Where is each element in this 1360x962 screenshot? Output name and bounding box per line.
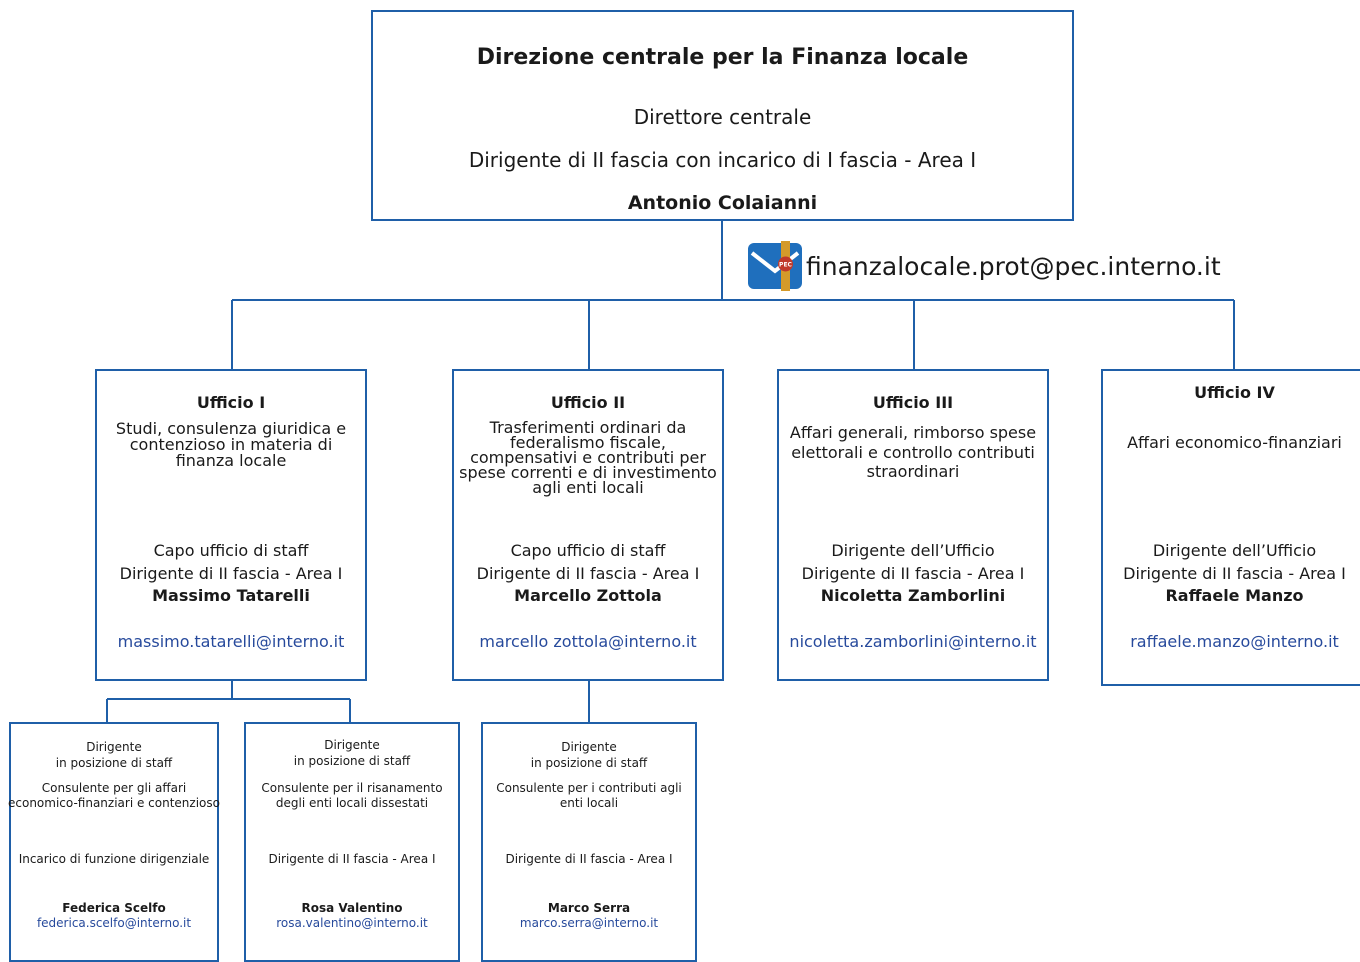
ufficio-1-name: Massimo Tatarelli xyxy=(152,586,310,605)
ufficio-4-grade: Dirigente di II fascia - Area I xyxy=(1123,564,1346,583)
ufficio-2-grade: Dirigente di II fascia - Area I xyxy=(476,564,700,583)
staff-1-email[interactable]: federica.scelfo@interno.it xyxy=(36,916,192,930)
staff-2-box: Dirigente in posizione di staff Consulen… xyxy=(244,722,460,962)
direzione-name: Antonio Colaianni xyxy=(627,192,818,214)
pec-badge-text: PEC xyxy=(779,262,792,269)
staff-3-email[interactable]: marco.serra@interno.it xyxy=(519,916,659,930)
ufficio-2-box: Ufficio II Trasferimenti ordinari da fed… xyxy=(452,369,724,681)
ufficio-4-title: Ufficio IV xyxy=(1194,383,1275,402)
ufficio-3-grade: Dirigente di II fascia - Area I xyxy=(801,564,1025,583)
staff-3-name: Marco Serra xyxy=(547,901,631,915)
staff-2-role: Dirigente xyxy=(324,738,380,752)
staff-1-role: Dirigente xyxy=(86,740,142,754)
staff-2-description: Consulente per il risanamento degli enti… xyxy=(261,781,443,810)
ufficio-2-email[interactable]: marcello zottola@interno.it xyxy=(479,632,697,651)
ufficio-2-name: Marcello Zottola xyxy=(514,586,662,605)
ufficio-1-grade: Dirigente di II fascia - Area I xyxy=(119,564,343,583)
staff-3-position: in posizione di staff xyxy=(530,756,648,770)
ufficio-2-description: Trasferimenti ordinari da federalismo fi… xyxy=(459,418,717,497)
ufficio-4-box: Ufficio IV Affari economico-finanziari D… xyxy=(1101,369,1360,686)
ufficio-3-description: Affari generali, rimborso spese elettora… xyxy=(789,423,1037,482)
staff-3-role: Dirigente xyxy=(561,740,617,754)
ufficio-2-role: Capo ufficio di staff xyxy=(510,541,666,560)
direzione-box: Direzione centrale per la Finanza locale… xyxy=(371,10,1074,221)
staff-2-grade: Dirigente di II fascia - Area I xyxy=(268,852,436,866)
ufficio-4-name: Raffaele Manzo xyxy=(1165,586,1304,605)
ufficio-3-title: Ufficio III xyxy=(872,393,954,412)
direzione-title: Direzione centrale per la Finanza locale xyxy=(476,45,969,70)
ufficio-4-role: Dirigente dell’Ufficio xyxy=(1152,541,1317,560)
staff-3-grade: Dirigente di II fascia - Area I xyxy=(505,852,673,866)
ufficio-1-role: Capo ufficio di staff xyxy=(153,541,309,560)
ufficio-4-description: Affari economico-finanziari xyxy=(1127,433,1342,452)
ufficio-3-box: Ufficio III Affari generali, rimborso sp… xyxy=(777,369,1049,681)
pec-email[interactable]: finanzalocale.prot@pec.interno.it xyxy=(806,252,1221,281)
ufficio-3-name: Nicoletta Zamborlini xyxy=(820,586,1006,605)
staff-2-email[interactable]: rosa.valentino@interno.it xyxy=(276,916,428,930)
ufficio-1-email[interactable]: massimo.tatarelli@interno.it xyxy=(117,632,345,651)
ufficio-1-description: Studi, consulenza giuridica e contenzios… xyxy=(115,419,347,470)
staff-1-position: in posizione di staff xyxy=(55,756,173,770)
ufficio-3-role: Dirigente dell’Ufficio xyxy=(831,541,995,560)
pec-mail-icon: PEC xyxy=(748,241,802,291)
ufficio-3-email[interactable]: nicoletta.zamborlini@interno.it xyxy=(789,632,1037,651)
direzione-grade: Dirigente di II fascia con incarico di I… xyxy=(468,148,977,172)
direzione-role: Direttore centrale xyxy=(633,105,812,129)
ufficio-2-title: Ufficio II xyxy=(550,393,626,412)
staff-1-grade: Incarico di funzione dirigenziale xyxy=(18,852,210,866)
staff-3-box: Dirigente in posizione di staff Consulen… xyxy=(481,722,697,962)
ufficio-1-title: Ufficio I xyxy=(196,393,266,412)
staff-3-description: Consulente per i contributi agli enti lo… xyxy=(496,781,682,810)
staff-2-name: Rosa Valentino xyxy=(301,901,403,915)
ufficio-4-email[interactable]: raffaele.manzo@interno.it xyxy=(1130,632,1339,651)
staff-1-box: Dirigente in posizione di staff Consulen… xyxy=(8,722,220,962)
ufficio-1-box: Ufficio I Studi, consulenza giuridica e … xyxy=(95,369,367,681)
staff-1-name: Federica Scelfo xyxy=(62,901,166,915)
staff-2-position: in posizione di staff xyxy=(293,754,411,768)
staff-1-description: Consulente per gli affari economico-fina… xyxy=(8,781,220,810)
